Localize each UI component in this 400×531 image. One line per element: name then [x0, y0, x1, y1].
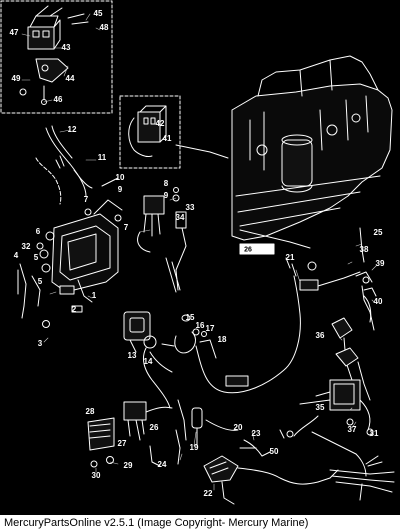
control-module [87, 399, 187, 468]
copyright-footer: MercuryPartsOnline v2.5.1 (Image Copyrig… [0, 515, 400, 531]
inset-box-module [119, 95, 181, 169]
engine-block [231, 55, 393, 255]
harness-connector [203, 455, 339, 505]
pigtail-harness [311, 431, 395, 501]
washers [161, 314, 207, 354]
lower-harness [175, 407, 285, 465]
leader-lines [21, 13, 377, 491]
sensor [363, 287, 377, 323]
spark-plug-leads [331, 227, 375, 401]
ignition-coil [286, 379, 374, 438]
cover-plate [239, 243, 275, 255]
mounting-bracket [17, 199, 123, 328]
connector-block [137, 187, 187, 293]
parts-diagram [0, 0, 395, 505]
main-harness [195, 257, 361, 394]
module-assembly [128, 105, 229, 159]
relay-assembly [19, 5, 89, 105]
inset-box-relay [0, 0, 113, 114]
rectifier [123, 311, 173, 409]
wire-harness-left [45, 125, 119, 197]
